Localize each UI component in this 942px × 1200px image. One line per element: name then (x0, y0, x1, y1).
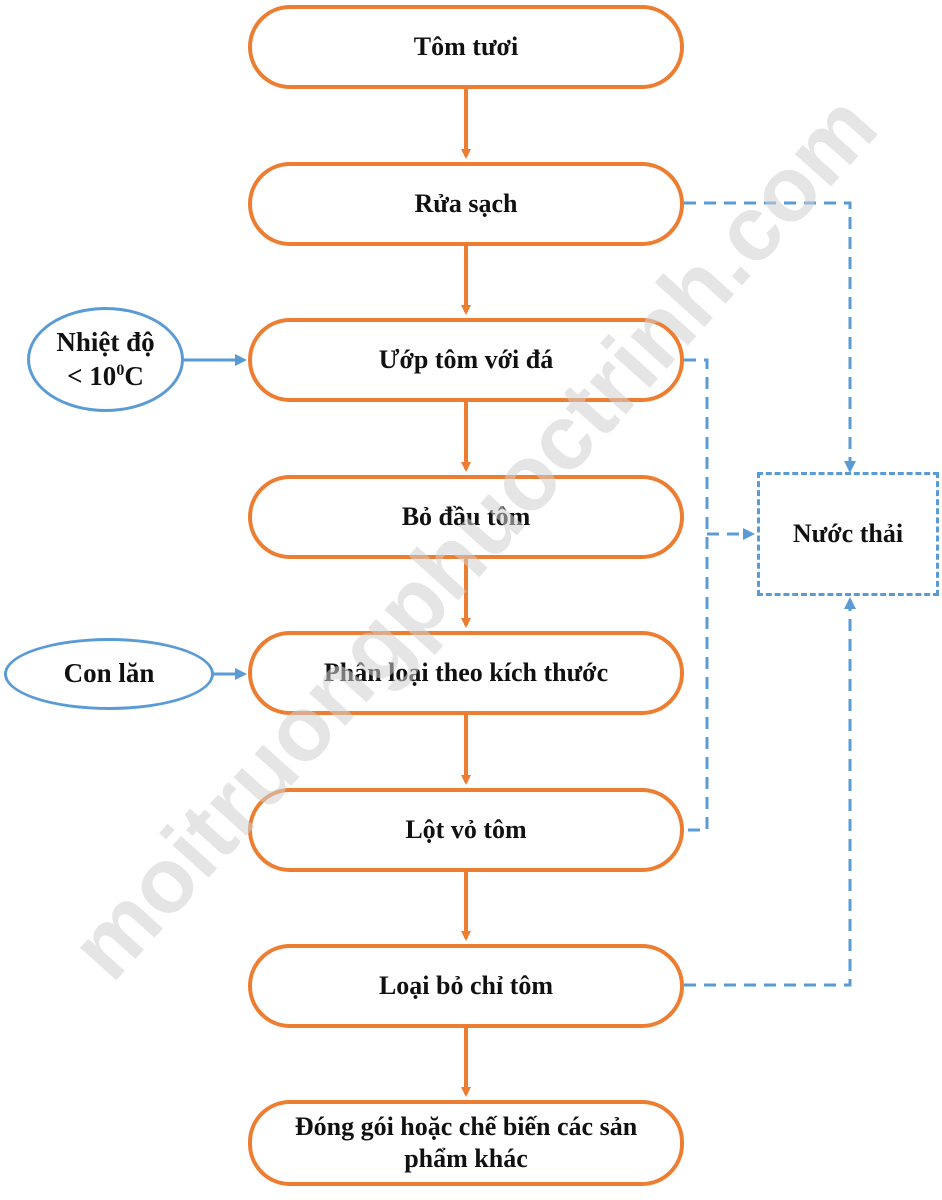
step-label: Lột vỏ tôm (405, 814, 527, 844)
wastewater-box: Nước thải (757, 472, 939, 596)
step-label: Phân loại theo kích thước (323, 657, 609, 687)
step-phan-loai: Phân loại theo kích thước (248, 631, 684, 715)
input-arrows (183, 354, 247, 680)
waste-line-loai-bo-chi (684, 597, 856, 987)
step-rua-sach: Rửa sạch (248, 162, 684, 246)
input-roller: Con lăn (4, 638, 214, 710)
step-label: Ướp tôm với đá (378, 344, 554, 374)
step-label: Tôm tươi (413, 31, 519, 61)
step-bo-dau: Bỏ đầu tôm (248, 475, 684, 559)
waste-line-uop-lot-vo (684, 358, 709, 832)
step-tom-tuoi: Tôm tươi (248, 5, 684, 89)
input-temperature: Nhiệt độ < 100C (27, 307, 184, 412)
step-label: Loại bỏ chỉ tôm (378, 970, 554, 1000)
step-loai-bo-chi: Loại bỏ chỉ tôm (248, 944, 684, 1028)
temperature-line1: Nhiệt độ (56, 326, 155, 357)
step-dong-goi: Đóng gói hoặc chế biến các sản phẩm khác (248, 1100, 684, 1186)
roller-label: Con lăn (63, 658, 155, 689)
wastewater-label: Nước thải (792, 519, 904, 548)
step-uop-tom: Ướp tôm với đá (248, 318, 684, 402)
waste-line-rua-sach (684, 201, 856, 473)
step-lot-vo: Lột vỏ tôm (248, 788, 684, 872)
wastewater-lines (684, 201, 856, 987)
step-label: Bỏ đầu tôm (401, 501, 531, 531)
step-label: Đóng gói hoặc chế biến các sản phẩm khác (294, 1111, 638, 1174)
step-label: Rửa sạch (414, 188, 518, 218)
temperature-line2: < 100C (67, 360, 144, 391)
